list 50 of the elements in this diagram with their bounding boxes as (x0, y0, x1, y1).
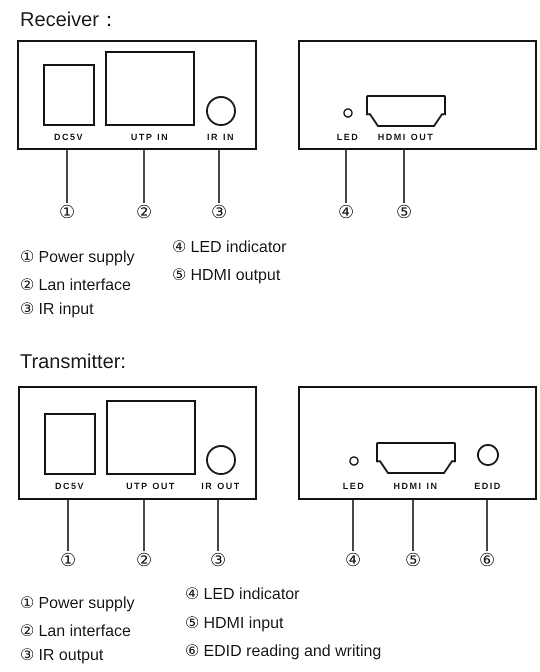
callout-number: ② (134, 550, 154, 570)
legend-text: ② Lan interface (20, 622, 131, 642)
callout-number: ② (134, 202, 154, 222)
leader-line (412, 498, 414, 551)
leader-line (143, 148, 145, 203)
leader-line (218, 148, 220, 203)
legend-text: ④ LED indicator (172, 238, 286, 258)
port-label: DC5V (54, 481, 86, 492)
device-panel (18, 386, 257, 500)
legend-text: ① Power supply (20, 248, 134, 268)
device-panel (17, 40, 257, 150)
leader-line (403, 148, 405, 203)
port-label: EDID (473, 481, 503, 492)
callout-number: ④ (343, 550, 363, 570)
port-label: IR IN (206, 132, 236, 143)
legend-text: ⑤ HDMI input (185, 614, 284, 634)
leader-line (486, 498, 488, 551)
leader-line (345, 148, 347, 203)
port-label: LED (336, 132, 360, 143)
legend-text: ③ IR input (20, 300, 94, 320)
leader-line (67, 498, 69, 551)
callout-number: ⑥ (477, 550, 497, 570)
legend-text: ⑤ HDMI output (172, 266, 280, 286)
leader-line (143, 498, 145, 551)
port-label: HDMI OUT (376, 132, 436, 143)
legend-text: ① Power supply (20, 594, 134, 614)
leader-line (352, 498, 354, 551)
port-label: DC5V (52, 132, 85, 143)
port-label: UTP OUT (125, 481, 177, 492)
callout-number: ① (58, 550, 78, 570)
callout-number: ⑤ (403, 550, 423, 570)
port-label: LED (342, 481, 366, 492)
legend-text: ④ LED indicator (185, 585, 300, 605)
callout-number: ③ (209, 202, 229, 222)
callout-number: ⑤ (394, 202, 414, 222)
device-panel (298, 386, 537, 500)
leader-line (217, 498, 219, 551)
leader-line (66, 148, 68, 203)
device-panel (298, 40, 537, 150)
callout-number: ① (57, 202, 77, 222)
section-heading: Receiver： (20, 8, 119, 32)
port-label: IR OUT (200, 481, 242, 492)
legend-text: ② Lan interface (20, 276, 131, 296)
port-label: UTP IN (130, 132, 170, 143)
legend-text: ③ IR output (20, 646, 104, 666)
callout-number: ④ (336, 202, 356, 222)
callout-number: ③ (208, 550, 228, 570)
legend-text: ⑥ EDID reading and writing (185, 642, 382, 662)
port-label: HDMI IN (392, 481, 440, 492)
section-heading: Transmitter: (20, 350, 126, 374)
